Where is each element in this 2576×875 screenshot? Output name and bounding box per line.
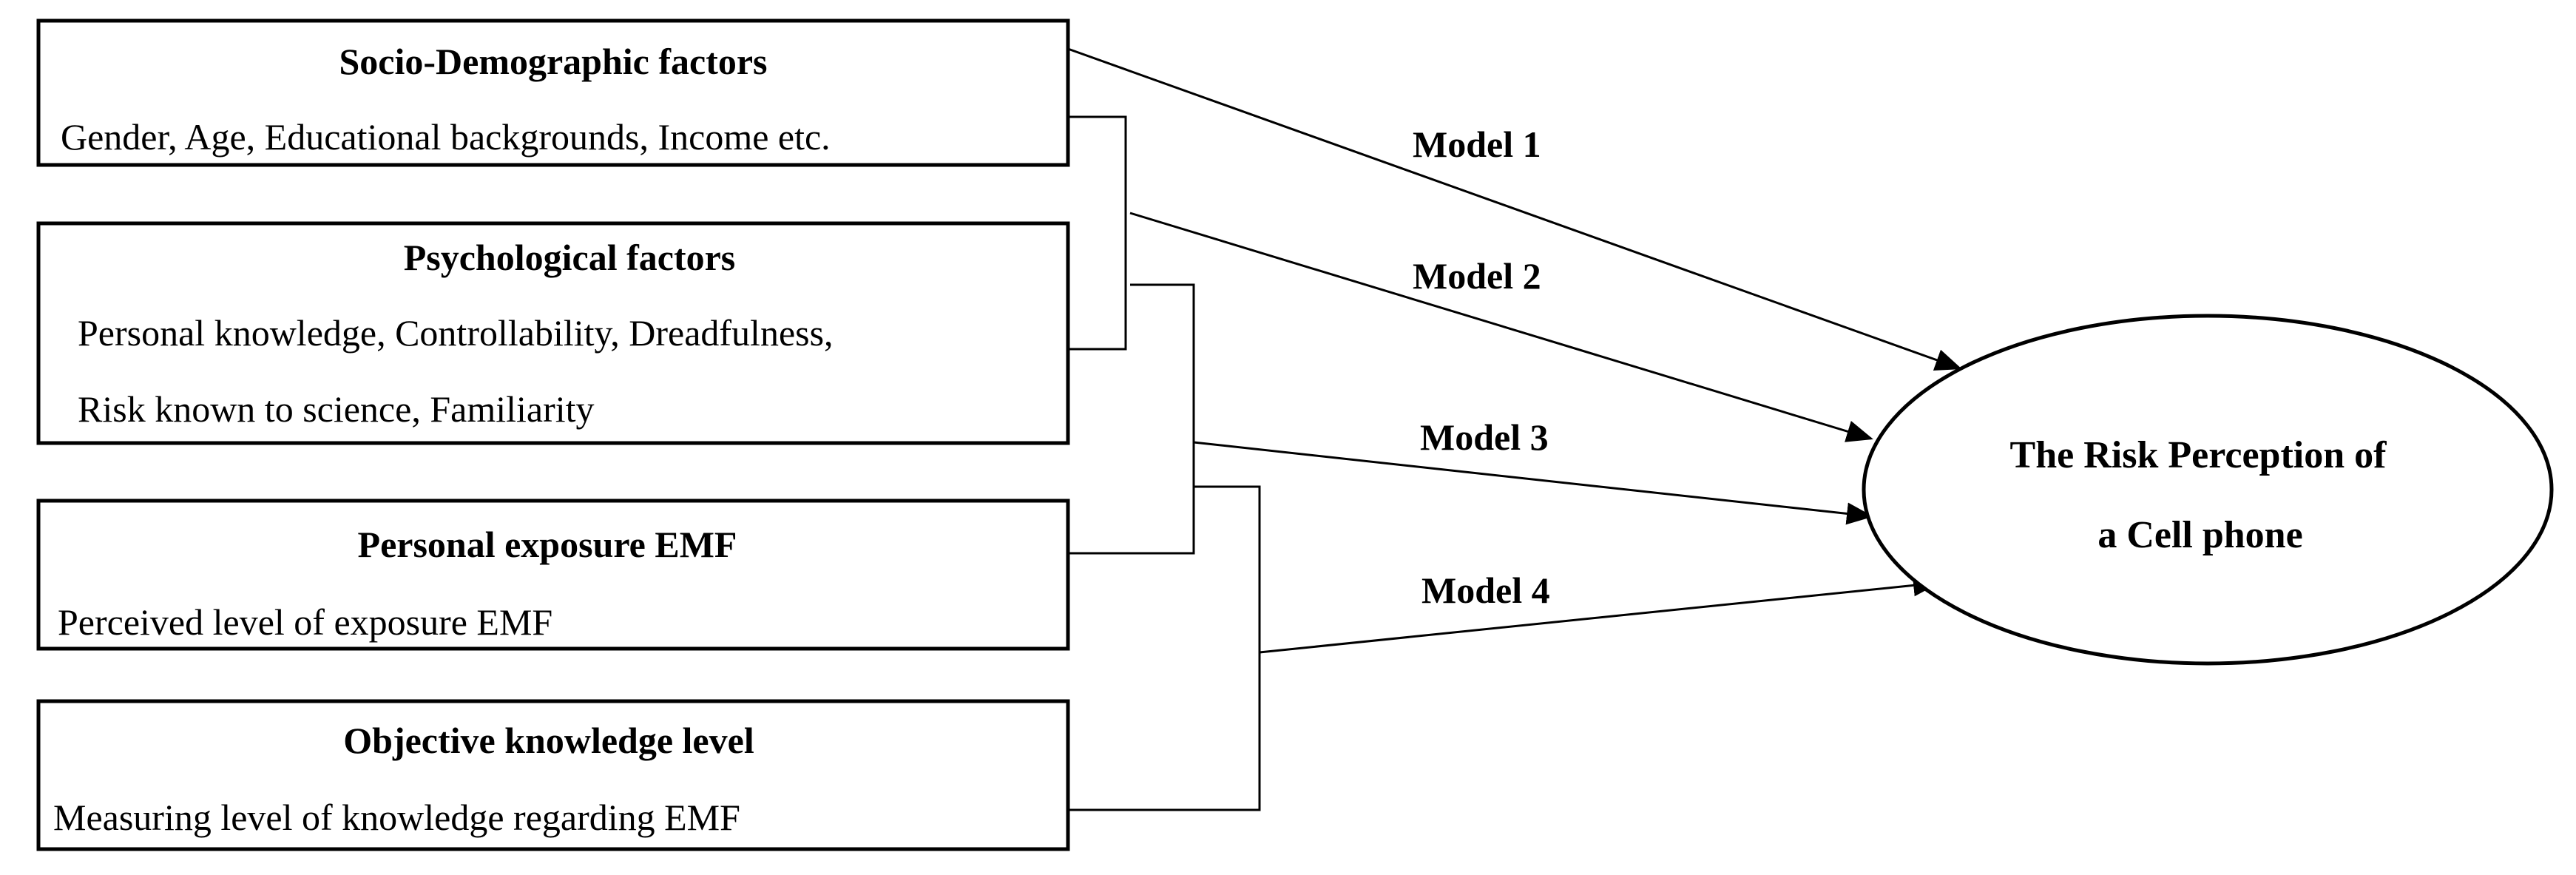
connector-bracket-3 (1068, 283, 1195, 555)
risk-perception-line2: a Cell phone (2097, 514, 2302, 556)
risk-perception-ellipse: The Risk Perception of a Cell phone (1862, 314, 2554, 666)
connector-bracket-2 (1068, 115, 1127, 351)
model-2-arrow (1129, 212, 1873, 442)
objective-knowledge-box: Objective knowledge level Measuring leve… (36, 699, 1070, 851)
socio-demographic-box: Socio-Demographic factors Gender, Age, E… (36, 18, 1070, 167)
objective-knowledge-title: Objective knowledge level (343, 720, 754, 761)
model-1-arrow (1067, 47, 1962, 371)
connector-bracket-4 (1068, 485, 1261, 811)
psychological-box: Psychological factors Personal knowledge… (36, 221, 1070, 445)
psychological-items-line1: Personal knowledge, Controllability, Dre… (78, 312, 834, 354)
psychological-items-line2: Risk known to science, Familiarity (78, 388, 595, 430)
psychological-title: Psychological factors (404, 237, 736, 278)
model-3-label: Model 3 (1420, 416, 1549, 458)
model-3-arrow (1193, 441, 1873, 525)
socio-demographic-title: Socio-Demographic factors (339, 41, 767, 82)
model-2-label: Model 2 (1413, 255, 1541, 297)
model-4-arrow (1259, 574, 1940, 654)
personal-exposure-box: Personal exposure EMF Perceived level of… (36, 499, 1070, 651)
model-1-label: Model 1 (1413, 124, 1541, 165)
personal-exposure-items: Perceived level of exposure EMF (58, 601, 552, 643)
risk-perception-line1: The Risk Perception of (2010, 434, 2387, 476)
model-4-label: Model 4 (1421, 570, 1550, 611)
personal-exposure-title: Personal exposure EMF (358, 524, 737, 565)
socio-demographic-items: Gender, Age, Educational backgrounds, In… (61, 116, 831, 158)
objective-knowledge-items: Measuring level of knowledge regarding E… (53, 797, 740, 838)
